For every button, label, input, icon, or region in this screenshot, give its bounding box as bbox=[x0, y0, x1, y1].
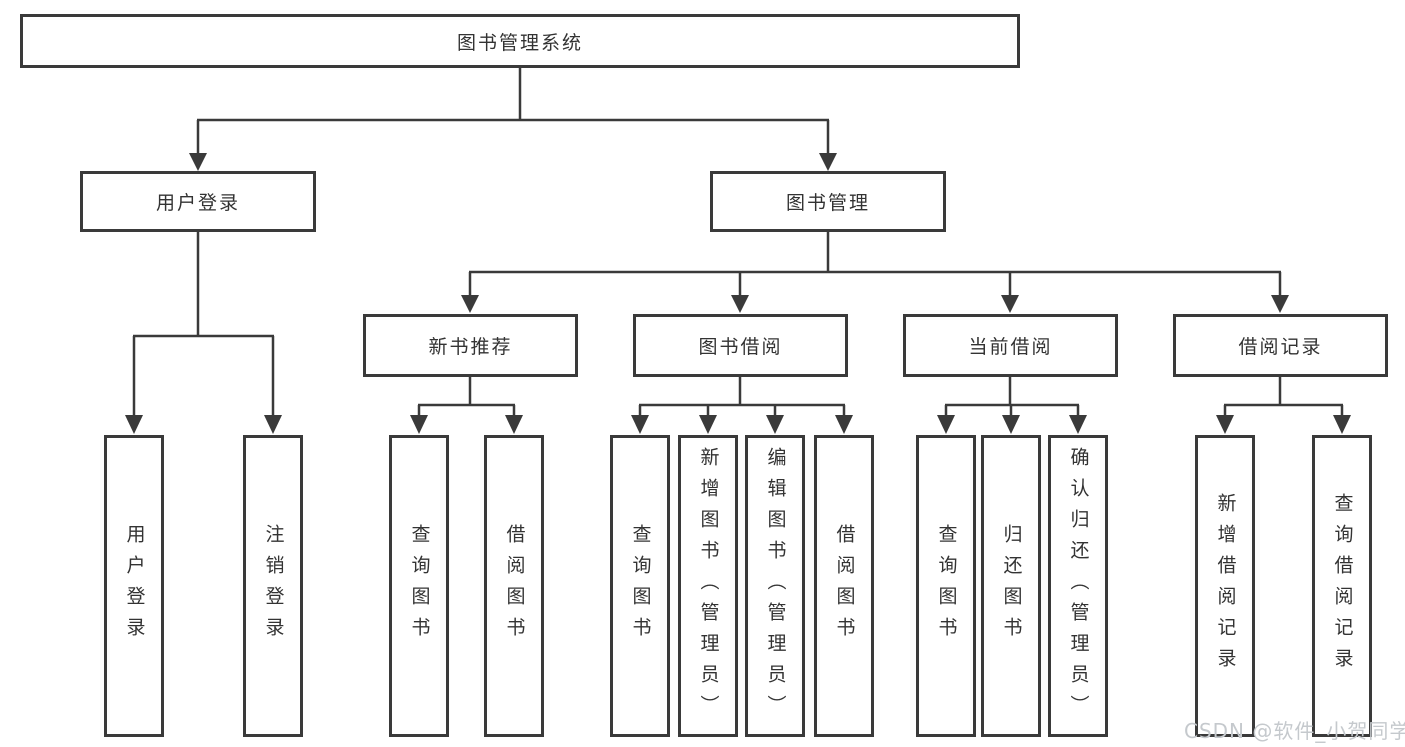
arrow-down-icon bbox=[1216, 415, 1234, 434]
arrow-down-icon bbox=[1001, 295, 1019, 313]
node-current-borrow: 当前借阅 bbox=[903, 314, 1118, 377]
node-label: 新书推荐 bbox=[428, 336, 513, 358]
leaf-edit-book-admin: 编辑图书（管理员） bbox=[745, 435, 805, 737]
watermark: CSDN @软件_小贺同学 bbox=[1184, 719, 1405, 743]
leaf-label: 新增借阅记录 bbox=[1214, 493, 1237, 679]
leaf-label: 借阅图书 bbox=[833, 524, 856, 648]
leaf-label: 借阅图书 bbox=[503, 524, 526, 648]
leaf-label: 注销登录 bbox=[262, 524, 285, 648]
arrow-down-icon bbox=[937, 415, 955, 434]
leaf-label: 用户登录 bbox=[123, 524, 146, 648]
arrow-down-icon bbox=[1271, 295, 1289, 313]
arrow-down-icon bbox=[264, 415, 282, 434]
leaf-label: 查询图书 bbox=[935, 524, 958, 648]
leaf-query-books-1: 查询图书 bbox=[389, 435, 449, 737]
arrow-down-icon bbox=[1333, 415, 1351, 434]
node-label: 图书借阅 bbox=[698, 336, 783, 358]
arrow-down-icon bbox=[631, 415, 649, 434]
arrow-down-icon bbox=[410, 415, 428, 434]
node-label: 图书管理 bbox=[785, 192, 870, 214]
leaf-borrow-books-2: 借阅图书 bbox=[814, 435, 874, 737]
arrow-down-icon bbox=[461, 295, 479, 313]
leaf-query-books-3: 查询图书 bbox=[916, 435, 976, 737]
leaf-label: 编辑图书（管理员） bbox=[764, 446, 787, 726]
node-label: 当前借阅 bbox=[968, 336, 1053, 358]
leaf-label: 查询图书 bbox=[408, 524, 431, 648]
leaf-label: 查询图书 bbox=[629, 524, 652, 648]
leaf-user-login: 用户登录 bbox=[104, 435, 164, 737]
node-borrow-records: 借阅记录 bbox=[1173, 314, 1388, 377]
node-label: 用户登录 bbox=[155, 192, 240, 214]
leaf-label: 归还图书 bbox=[1000, 524, 1023, 648]
leaf-query-borrow-record: 查询借阅记录 bbox=[1312, 435, 1372, 737]
leaf-add-borrow-record: 新增借阅记录 bbox=[1195, 435, 1255, 737]
arrow-down-icon bbox=[731, 295, 749, 313]
leaf-label: 新增图书（管理员） bbox=[697, 446, 720, 726]
node-book-management: 图书管理 bbox=[710, 171, 946, 232]
leaf-label: 查询借阅记录 bbox=[1331, 493, 1354, 679]
leaf-confirm-return-admin: 确认归还（管理员） bbox=[1048, 435, 1108, 737]
arrow-down-icon bbox=[125, 415, 143, 434]
leaf-borrow-books-1: 借阅图书 bbox=[484, 435, 544, 737]
arrow-down-icon bbox=[189, 153, 207, 171]
arrow-down-icon bbox=[1069, 415, 1087, 434]
node-root: 图书管理系统 bbox=[20, 14, 1020, 68]
arrow-down-icon bbox=[766, 415, 784, 434]
node-label: 图书管理系统 bbox=[456, 31, 583, 54]
arrow-down-icon bbox=[699, 415, 717, 434]
arrow-down-icon bbox=[1002, 415, 1020, 434]
node-user-login: 用户登录 bbox=[80, 171, 316, 232]
leaf-query-books-2: 查询图书 bbox=[610, 435, 670, 737]
arrow-down-icon bbox=[505, 415, 523, 434]
node-new-book-recommend: 新书推荐 bbox=[363, 314, 578, 377]
leaf-label: 确认归还（管理员） bbox=[1067, 446, 1090, 726]
leaf-return-book: 归还图书 bbox=[981, 435, 1041, 737]
node-book-borrow: 图书借阅 bbox=[633, 314, 848, 377]
arrow-down-icon bbox=[819, 153, 837, 171]
node-label: 借阅记录 bbox=[1238, 336, 1323, 358]
leaf-logout: 注销登录 bbox=[243, 435, 303, 737]
leaf-add-book-admin: 新增图书（管理员） bbox=[678, 435, 738, 737]
arrow-down-icon bbox=[835, 415, 853, 434]
